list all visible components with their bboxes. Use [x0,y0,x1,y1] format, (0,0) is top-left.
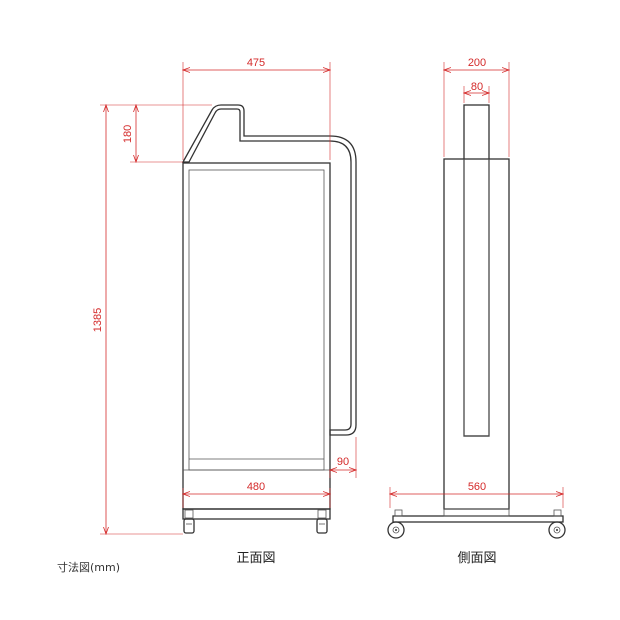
dim-front-height-total: 1385 [92,308,104,332]
front-view [181,104,357,534]
dim-front-handle-depth: 90 [337,456,349,468]
front-view-label: 正面図 [236,551,275,566]
dim-front-width-top: 475 [247,57,265,69]
dim-side-base-width: 560 [468,481,486,493]
side-header [463,104,490,437]
dim-front-header-height: 180 [122,125,134,143]
front-panel-frame [182,162,331,510]
dim-side-width-inner: 80 [471,81,483,93]
side-base [392,515,564,523]
side-body [443,158,510,510]
front-panel-inner [188,169,325,471]
side-caster-right [548,509,566,539]
caption: 寸法図(mm) [57,560,120,574]
side-caster-left [387,509,405,539]
front-dimensions: 475 1385 180 90 480 [92,57,356,534]
side-view [387,104,566,539]
side-view-label: 側面図 [457,551,496,566]
dim-front-width-base: 480 [247,481,265,493]
front-caster-right [316,509,328,534]
front-caster-left [183,509,195,534]
dim-side-width-top: 200 [468,57,486,69]
side-dimensions: 200 80 560 [390,57,563,508]
front-base [182,508,331,520]
